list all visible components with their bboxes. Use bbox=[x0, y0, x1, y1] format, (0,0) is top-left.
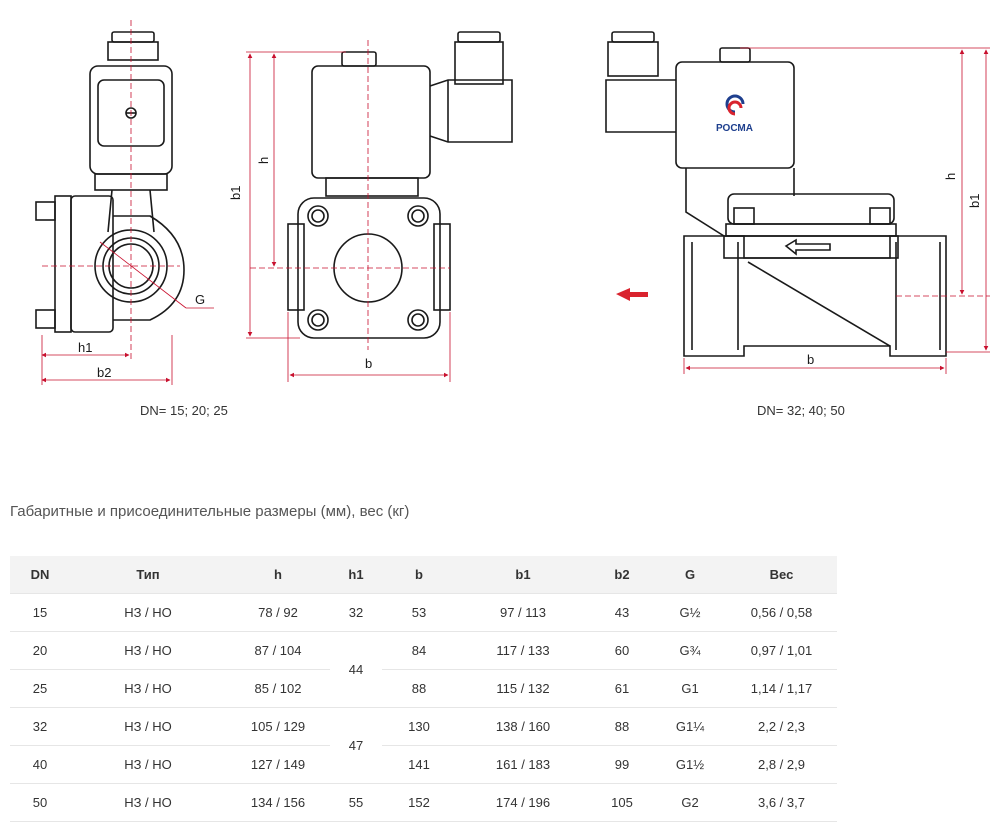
cell-b1: 117 / 133 bbox=[456, 631, 590, 670]
cell-b2: 43 bbox=[590, 593, 654, 632]
drawings-svg: h1 b2 G b1 h b bbox=[35, 20, 990, 385]
logo-mark-red bbox=[727, 100, 743, 116]
table-row: 50 НЗ / НО 134 / 156 55 152 174 / 196 10… bbox=[10, 783, 837, 822]
cell-b2: 60 bbox=[590, 631, 654, 670]
cell-h: 78 / 92 bbox=[226, 593, 330, 632]
dim-g-label: G bbox=[195, 292, 205, 307]
cell-b1: 97 / 113 bbox=[456, 593, 590, 632]
cell-type: НЗ / НО bbox=[70, 631, 226, 670]
header-g: G bbox=[654, 556, 726, 594]
cell-dn: 20 bbox=[10, 631, 70, 670]
dim-h-label-right: h bbox=[943, 173, 958, 180]
valve-large-dims bbox=[683, 47, 990, 374]
rosma-logo: РОСМА bbox=[716, 94, 753, 134]
cell-h: 87 / 104 bbox=[226, 631, 330, 670]
cell-h1-merged: 47 bbox=[330, 707, 382, 784]
side-view-dims bbox=[41, 20, 214, 385]
cell-h: 134 / 156 bbox=[226, 783, 330, 822]
cell-weight: 0,97 / 1,01 bbox=[726, 631, 837, 670]
cell-b1: 138 / 160 bbox=[456, 707, 590, 746]
caption-dn-small: DN= 15; 20; 25 bbox=[140, 403, 228, 418]
cell-g: G¾ bbox=[654, 631, 726, 670]
technical-drawings: h1 b2 G b1 h b bbox=[35, 20, 990, 385]
cell-b1: 161 / 183 bbox=[456, 745, 590, 784]
cell-g: G1½ bbox=[654, 745, 726, 784]
cell-dn: 15 bbox=[10, 593, 70, 632]
dim-b1-label-left: b1 bbox=[228, 186, 243, 200]
dimensions-table: DN Тип h h1 b b1 b2 G Вес 15 НЗ / НО 78 … bbox=[10, 556, 837, 822]
cell-weight: 1,14 / 1,17 bbox=[726, 669, 837, 708]
header-b2: b2 bbox=[590, 556, 654, 594]
cell-dn: 40 bbox=[10, 745, 70, 784]
cell-b: 53 bbox=[382, 593, 456, 632]
cell-g: G1¼ bbox=[654, 707, 726, 746]
flow-direction-arrow bbox=[616, 288, 648, 301]
cell-b: 152 bbox=[382, 783, 456, 822]
logo-text: РОСМА bbox=[716, 123, 753, 134]
caption-dn-large: DN= 32; 40; 50 bbox=[757, 403, 845, 418]
cell-dn: 50 bbox=[10, 783, 70, 822]
header-b: b bbox=[382, 556, 456, 594]
cell-h: 105 / 129 bbox=[226, 707, 330, 746]
header-type: Тип bbox=[70, 556, 226, 594]
dim-h1-label: h1 bbox=[78, 340, 92, 355]
cell-h1-merged: 44 bbox=[330, 631, 382, 708]
dim-h-label-left: h bbox=[256, 157, 271, 164]
dim-b-label-right: b bbox=[807, 352, 814, 367]
cell-type: НЗ / НО bbox=[70, 783, 226, 822]
cell-g: G2 bbox=[654, 783, 726, 822]
table-row: 15 НЗ / НО 78 / 92 32 53 97 / 113 43 G½ … bbox=[10, 593, 837, 632]
cell-b: 84 bbox=[382, 631, 456, 670]
cell-type: НЗ / НО bbox=[70, 669, 226, 708]
header-h: h bbox=[226, 556, 330, 594]
header-weight: Вес bbox=[726, 556, 837, 594]
cell-g: G½ bbox=[654, 593, 726, 632]
table-title: Габаритные и присоединительные размеры (… bbox=[10, 503, 410, 520]
dim-b1-label-right: b1 bbox=[967, 194, 982, 208]
cell-h1: 32 bbox=[330, 593, 382, 632]
cell-b2: 99 bbox=[590, 745, 654, 784]
cell-weight: 0,56 / 0,58 bbox=[726, 593, 837, 632]
header-h1: h1 bbox=[330, 556, 382, 594]
header-dn: DN bbox=[10, 556, 70, 594]
table-row: 25 НЗ / НО 85 / 102 88 115 / 132 61 G1 1… bbox=[10, 669, 837, 708]
cell-h: 85 / 102 bbox=[226, 669, 330, 708]
cell-dn: 32 bbox=[10, 707, 70, 746]
cell-b: 141 bbox=[382, 745, 456, 784]
cell-g: G1 bbox=[654, 669, 726, 708]
table-row: 20 НЗ / НО 87 / 104 44 84 117 / 133 60 G… bbox=[10, 631, 837, 708]
dim-b-label-left: b bbox=[365, 356, 372, 371]
cell-weight: 2,2 / 2,3 bbox=[726, 707, 837, 746]
cell-b2: 61 bbox=[590, 669, 654, 708]
table-header-row: DN Тип h h1 b b1 b2 G Вес bbox=[10, 556, 837, 594]
dim-b2-label: b2 bbox=[97, 365, 111, 380]
cell-b1: 174 / 196 bbox=[456, 783, 590, 822]
cell-h1: 55 bbox=[330, 783, 382, 822]
cell-b2: 105 bbox=[590, 783, 654, 822]
cell-weight: 2,8 / 2,9 bbox=[726, 745, 837, 784]
cell-weight: 3,6 / 3,7 bbox=[726, 783, 837, 822]
cell-b: 130 bbox=[382, 707, 456, 746]
table-row: 40 НЗ / НО 127 / 149 141 161 / 183 99 G1… bbox=[10, 745, 837, 784]
front-view-dims bbox=[246, 40, 451, 382]
cell-h: 127 / 149 bbox=[226, 745, 330, 784]
cell-b1: 115 / 132 bbox=[456, 669, 590, 708]
side-view-small bbox=[35, 31, 185, 333]
header-b1: b1 bbox=[456, 556, 590, 594]
cell-b2: 88 bbox=[590, 707, 654, 746]
cell-b: 88 bbox=[382, 669, 456, 708]
cell-type: НЗ / НО bbox=[70, 745, 226, 784]
cell-type: НЗ / НО bbox=[70, 593, 226, 632]
front-view-small bbox=[287, 31, 513, 339]
cell-dn: 25 bbox=[10, 669, 70, 708]
valve-view-large bbox=[605, 31, 947, 357]
table-row: 32 НЗ / НО 105 / 129 47 130 138 / 160 88… bbox=[10, 707, 837, 784]
cell-type: НЗ / НО bbox=[70, 707, 226, 746]
